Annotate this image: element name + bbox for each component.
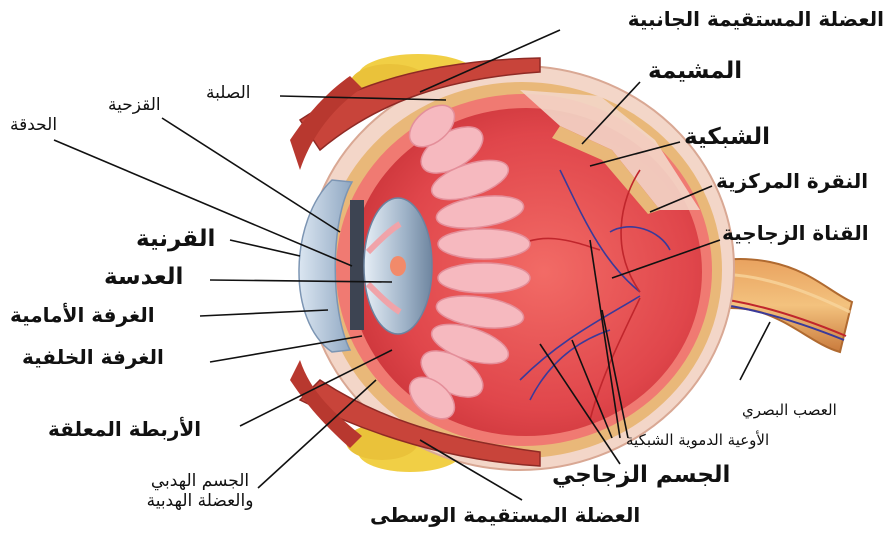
label-retina: الشبكية [684, 124, 770, 150]
label-retinal-vessels: الأوعية الدموية الشبكية [626, 432, 769, 449]
label-pupil: الحدقة [10, 116, 57, 136]
label-ciliary-body-line2: والعضلة الهدبية [110, 492, 290, 512]
label-lateral-rectus: العضلة المستقيمة الجانبية [628, 8, 884, 31]
label-sclera: الصلبة [206, 84, 251, 104]
label-choroid: المشيمة [648, 58, 742, 84]
label-posterior-chamber: الغرفة الخلفية [22, 346, 164, 369]
label-iris: القزحية [108, 96, 161, 116]
label-hyaloid-canal: القناة الزجاجية [722, 222, 869, 245]
label-optic-nerve: العصب البصري [742, 402, 837, 419]
label-cornea: القرنية [136, 226, 215, 252]
label-suspensory-ligament: الأربطة المعلقة [48, 418, 201, 441]
label-ciliary-body: الجسم الهدبي والعضلة الهدبية [110, 472, 290, 511]
label-lens: العدسة [104, 264, 183, 290]
label-medial-rectus: العضلة المستقيمة الوسطى [370, 504, 640, 527]
label-ciliary-body-line1: الجسم الهدبي [110, 472, 290, 492]
label-fovea: النقرة المركزية [716, 170, 868, 193]
label-vitreous-body: الجسم الزجاجي [552, 462, 730, 488]
label-anterior-chamber: الغرفة الأمامية [10, 304, 155, 327]
